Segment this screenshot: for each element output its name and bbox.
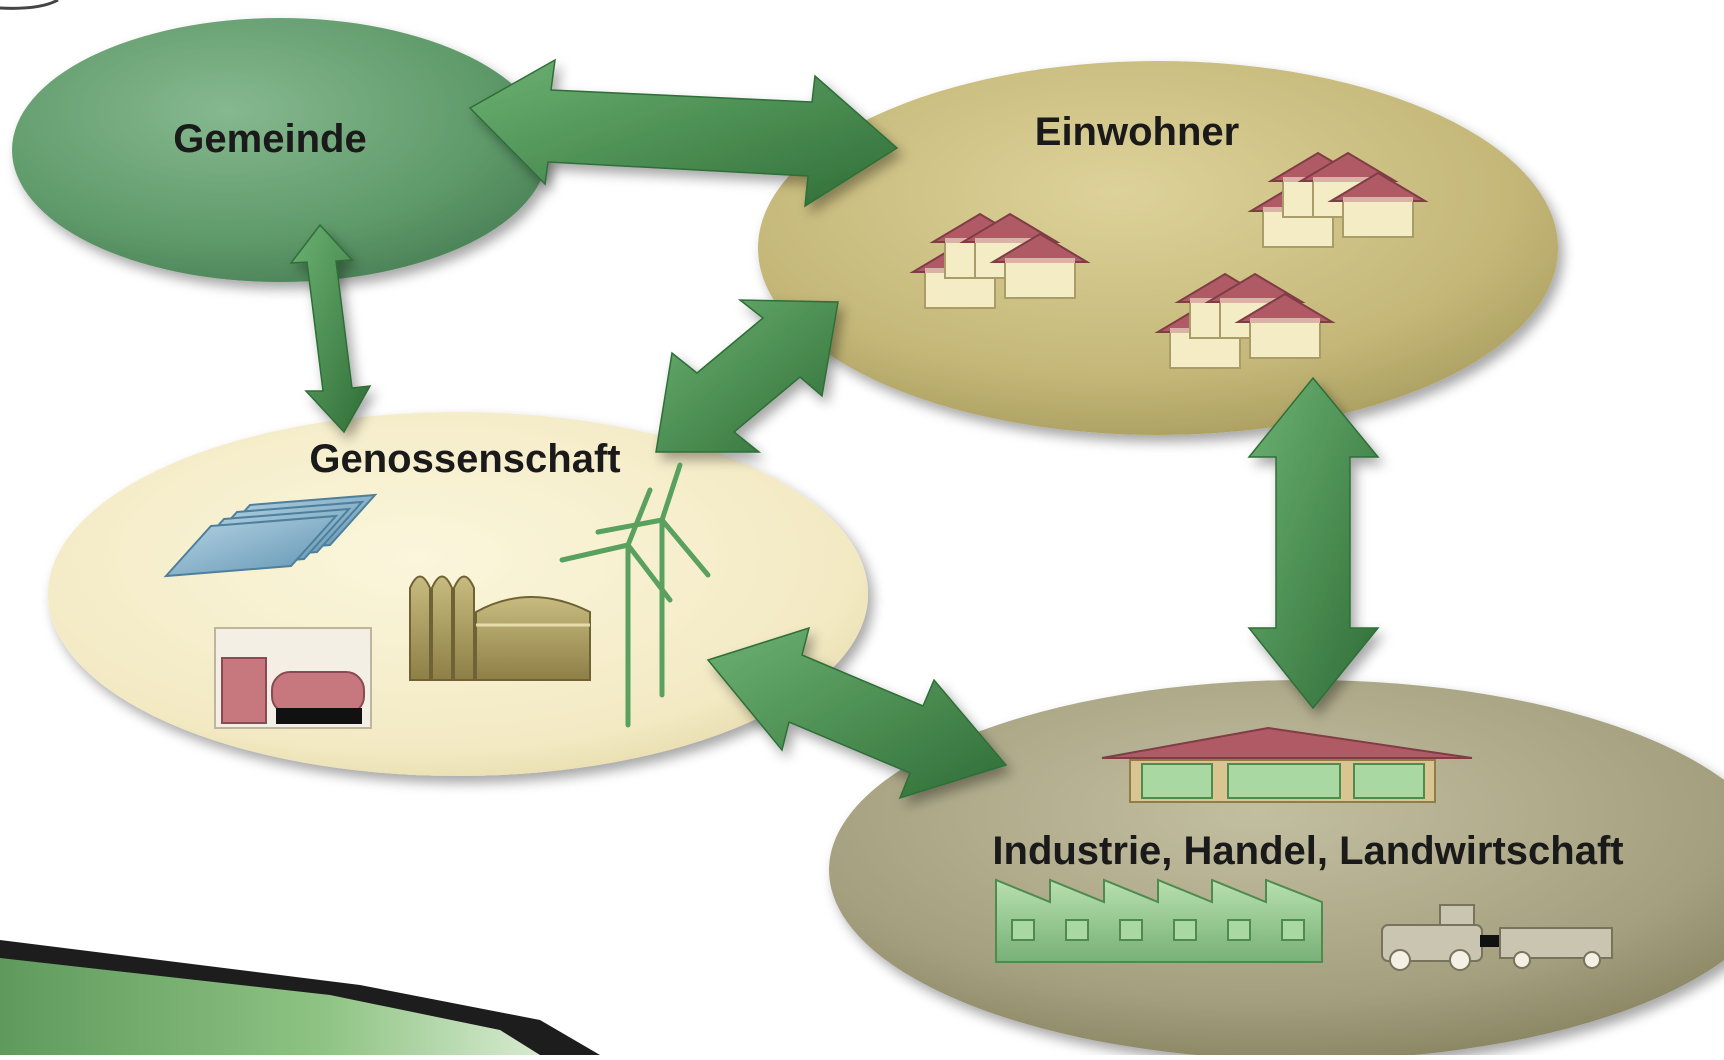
arrow-einwohner-industrie — [1247, 376, 1380, 710]
decorative-arc — [0, 0, 59, 10]
einwohner-ellipse — [758, 61, 1558, 435]
industrie-ellipse — [829, 680, 1724, 1060]
biogas-plant-icon — [409, 575, 591, 681]
tractor-icon — [1381, 904, 1613, 971]
decorative-stripe — [0, 958, 540, 1055]
arrow-genossenschaft-industrie — [706, 626, 1008, 800]
arrow-genossenschaft-einwohner — [655, 299, 839, 453]
factory-icon — [995, 878, 1323, 963]
wind-turbine-icon — [559, 462, 711, 728]
arrow-gemeinde-einwohner — [468, 58, 899, 208]
barn-icon — [1101, 726, 1473, 803]
solar-panel-icon — [163, 493, 378, 578]
gemeinde-label: Gemeinde — [173, 117, 366, 161]
chp-unit-icon — [214, 627, 372, 729]
gemeinde-ellipse — [12, 18, 548, 282]
arrow-gemeinde-genossenschaft — [289, 223, 372, 434]
industrie-label: Industrie, Handel, Landwirtschaft — [992, 829, 1623, 873]
genossenschaft-label: Genossenschaft — [309, 437, 620, 481]
einwohner-label: Einwohner — [1035, 110, 1239, 154]
